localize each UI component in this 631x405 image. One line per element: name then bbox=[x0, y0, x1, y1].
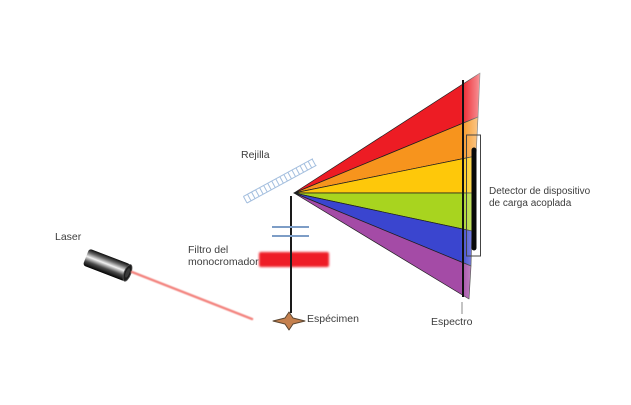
spectrum-label: Espectro bbox=[431, 316, 473, 328]
lens-lines bbox=[272, 226, 309, 237]
laser-label: Laser bbox=[55, 231, 82, 243]
fan-edge-fade bbox=[460, 58, 498, 308]
laser-device bbox=[83, 249, 133, 282]
detector-label-line1: Detector de dispositivo bbox=[489, 186, 591, 197]
filter-label: Filtro del monocromador bbox=[188, 244, 259, 268]
filter-label-line1: Filtro del bbox=[188, 244, 229, 256]
diffraction-grating bbox=[242, 158, 317, 204]
detector-label-line2: de carga acoplada bbox=[489, 198, 572, 209]
filter-label-line2: monocromador bbox=[188, 256, 259, 268]
specimen-label: Espécimen bbox=[307, 313, 359, 325]
detector-label: Detector de dispositivo de carga acoplad… bbox=[489, 186, 590, 210]
monochromator-filter-bar bbox=[259, 252, 329, 267]
detector-outline bbox=[466, 134, 481, 257]
spectrum-fan bbox=[293, 72, 481, 300]
grating-label: Rejilla bbox=[241, 149, 270, 161]
specimen-star bbox=[272, 311, 306, 331]
laser-beam bbox=[130, 270, 254, 321]
